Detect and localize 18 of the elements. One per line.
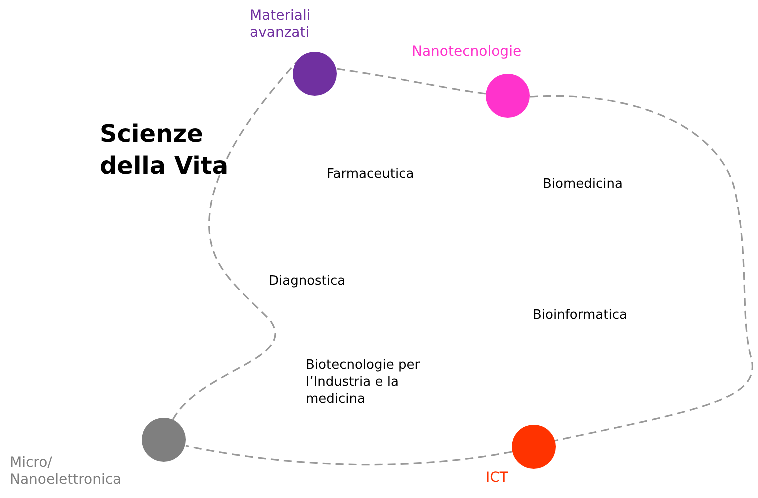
node-caption: Nanotecnologie [412, 44, 523, 61]
circle-node [142, 418, 186, 462]
circle-node [486, 74, 530, 118]
dashed-connector [530, 95, 754, 442]
area-label: Diagnostica [269, 273, 346, 290]
node-caption: Micro/ Nanoelettronica [10, 455, 123, 489]
area-label: Farmaceutica [327, 166, 414, 183]
dashed-connector [336, 68, 486, 95]
area-label: Biotecnologie per l’Industria e la medicina [306, 357, 422, 408]
area-label: Biomedicina [543, 176, 623, 193]
dashed-connector [172, 61, 298, 420]
area-label: Bioinformatica [533, 307, 628, 324]
node-caption: ICT [486, 470, 510, 487]
title: Scienze della Vita [100, 119, 230, 182]
node-caption: Materiali avanzati [250, 8, 312, 42]
dashed-connector [186, 445, 512, 466]
circle-node [293, 52, 337, 96]
circle-node [512, 425, 556, 469]
